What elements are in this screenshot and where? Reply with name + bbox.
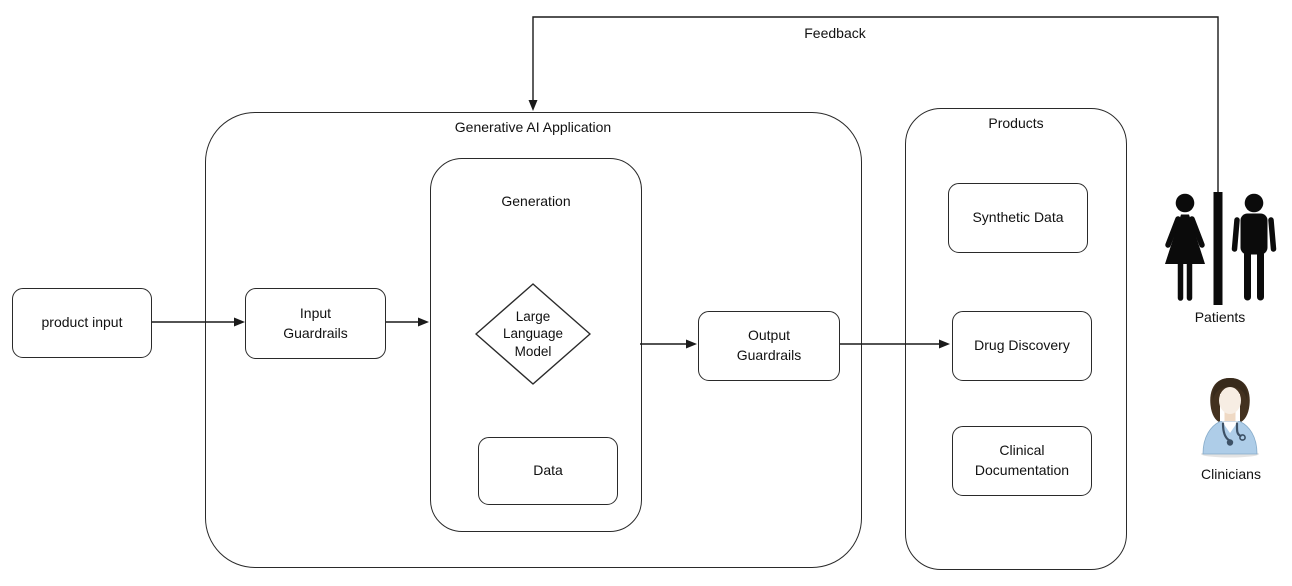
node-data: Data (478, 437, 618, 505)
patients-label: Patients (1194, 309, 1246, 325)
node-large-language-model-label: Large Language Model (502, 308, 564, 359)
clinicians-icon (1196, 374, 1264, 465)
node-clinical-documentation-label: Clinical Documentation (974, 442, 1070, 478)
patients-icon (1155, 192, 1285, 311)
node-output-guardrails-label: Output Guardrails (736, 327, 802, 363)
container-label-products: Products (988, 115, 1044, 131)
arrowhead-right-4 (939, 339, 950, 349)
arrowhead-right-1 (234, 317, 245, 327)
node-product-input-label: product input (41, 314, 123, 331)
node-output-guardrails: Output Guardrails (698, 311, 840, 381)
node-product-input: product input (12, 288, 152, 358)
node-synthetic-data-label: Synthetic Data (972, 209, 1064, 226)
container-generative-ai-application (205, 112, 862, 568)
node-drug-discovery: Drug Discovery (952, 311, 1092, 381)
node-large-language-model: Large Language Model (474, 283, 592, 385)
container-products (905, 108, 1127, 570)
node-clinical-documentation: Clinical Documentation (952, 426, 1092, 496)
node-synthetic-data: Synthetic Data (948, 183, 1088, 253)
arrowhead-right-2 (418, 317, 429, 327)
container-generation (430, 158, 642, 532)
container-label-generative-ai-application: Generative AI Application (454, 119, 612, 135)
arrowhead-down-feedback (528, 100, 538, 111)
arrow-feedback-patients-to-application (532, 16, 1219, 192)
node-data-label: Data (533, 462, 563, 479)
node-input-guardrails: Input Guardrails (245, 288, 386, 359)
node-input-guardrails-label: Input Guardrails (283, 304, 348, 341)
clinicians-label: Clinicians (1201, 466, 1261, 482)
node-drug-discovery-label: Drug Discovery (974, 337, 1070, 354)
feedback-label: Feedback (804, 25, 866, 41)
diamond-shape-icon (474, 283, 592, 385)
container-label-generation: Generation (501, 193, 571, 209)
arrowhead-right-3 (686, 339, 697, 349)
